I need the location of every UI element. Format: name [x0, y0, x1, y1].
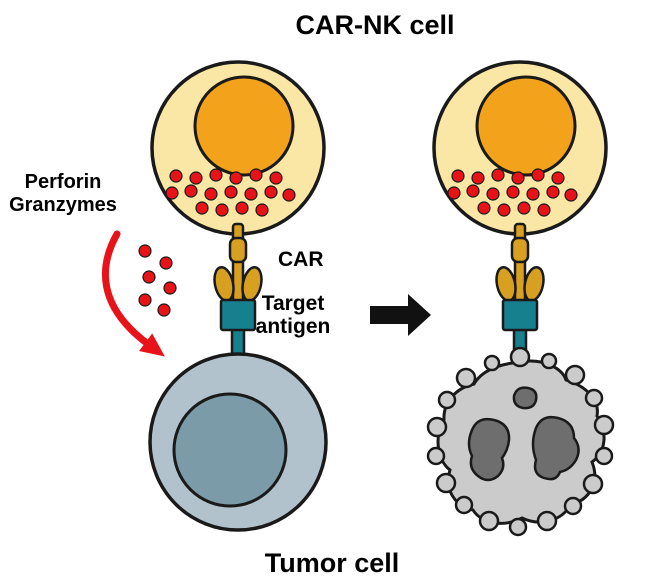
granule-dot: [224, 185, 238, 199]
car-transmembrane: [228, 236, 248, 264]
granule-dot: [451, 169, 465, 183]
fragmented-nucleus-small: [512, 386, 538, 410]
label-target: Target: [262, 292, 325, 315]
granule-dot: [169, 169, 183, 183]
apoptotic-bleb: [426, 416, 448, 438]
target-antigen-block: [501, 298, 539, 332]
granule-dot: [526, 187, 540, 201]
apoptotic-bleb: [594, 446, 614, 466]
released-granules: [138, 244, 177, 317]
released-dot: [138, 293, 152, 307]
apoptotic-bleb: [564, 364, 586, 386]
granule-dot: [511, 171, 525, 185]
granule-dot: [497, 203, 511, 217]
released-dot: [163, 281, 177, 295]
apoptotic-bleb: [426, 446, 446, 466]
apoptotic-bleb: [593, 414, 615, 436]
granule-dot: [229, 171, 243, 185]
fragmented-nucleus-right: [531, 415, 580, 481]
nk-cell-nucleus: [193, 75, 295, 177]
released-dot: [157, 303, 171, 317]
granule-dot: [195, 201, 209, 215]
car-nk-cell-right: [432, 60, 608, 236]
label-perforin: Perforin: [25, 171, 102, 193]
car-receptor-right: [495, 222, 545, 364]
car-nk-cell-left: [150, 60, 326, 236]
label-car: CAR: [278, 248, 324, 271]
apoptotic-bleb: [582, 473, 604, 495]
tumor-cell-left: [148, 352, 328, 532]
apoptotic-bleb: [509, 346, 531, 368]
granule-dot: [506, 185, 520, 199]
granule-dot: [269, 171, 283, 185]
granule-dot: [244, 187, 258, 201]
granule-dot: [255, 203, 269, 217]
apoptotic-bleb: [563, 496, 583, 516]
label-tumor-cell: Tumor cell: [265, 548, 400, 578]
granule-dot: [184, 184, 198, 198]
right-arrow-icon: [370, 294, 431, 336]
title-car-nk-cell: CAR-NK cell: [295, 10, 454, 40]
label-antigen: antigen: [256, 315, 331, 338]
granule-dot: [235, 201, 249, 215]
granule-dot: [466, 184, 480, 198]
label-granzymes: Granzymes: [9, 194, 117, 216]
granule-dot: [531, 168, 545, 182]
granule-dot: [189, 171, 203, 185]
apoptotic-bleb: [508, 517, 528, 537]
panel-right: [426, 60, 615, 537]
apoptotic-bleb: [454, 495, 474, 515]
granule-dot: [546, 185, 560, 199]
granule-dot: [204, 187, 218, 201]
car-receptor-left: [213, 222, 263, 360]
released-dot: [138, 244, 152, 258]
fragmented-nucleus-left: [467, 417, 511, 482]
granule-dot: [471, 171, 485, 185]
apoptotic-bleb: [540, 352, 558, 370]
granule-dot: [491, 168, 505, 182]
granule-dot: [447, 186, 461, 200]
panel-left: Perforin Granzymes CAR Target antigen: [9, 60, 331, 532]
granule-dot: [517, 201, 531, 215]
apoptotic-bleb: [435, 472, 457, 494]
dying-tumor-cell: [426, 346, 615, 537]
granule-dot: [249, 168, 263, 182]
granule-dot: [477, 201, 491, 215]
apoptotic-bleb: [483, 354, 501, 372]
red-release-arrow-icon: [102, 230, 165, 357]
granule-dot: [551, 171, 565, 185]
granule-dot: [165, 186, 179, 200]
apoptotic-bleb: [584, 388, 604, 408]
granule-dot: [486, 187, 500, 201]
car-transmembrane: [510, 236, 530, 264]
tumor-cell-nucleus: [172, 392, 288, 508]
released-dot: [142, 270, 156, 284]
granule-dot: [264, 185, 278, 199]
nk-cell-nucleus: [475, 75, 577, 177]
apoptotic-bleb: [437, 390, 457, 410]
granule-dot: [209, 168, 223, 182]
granule-dot: [537, 203, 551, 217]
apoptotic-bleb: [478, 510, 500, 532]
granule-dot: [282, 188, 296, 202]
apoptotic-bleb: [536, 510, 558, 532]
target-antigen-block: [219, 298, 257, 332]
released-dot: [159, 256, 173, 270]
apoptotic-bleb: [455, 367, 477, 389]
granule-dot: [215, 203, 229, 217]
granule-dot: [564, 188, 578, 202]
